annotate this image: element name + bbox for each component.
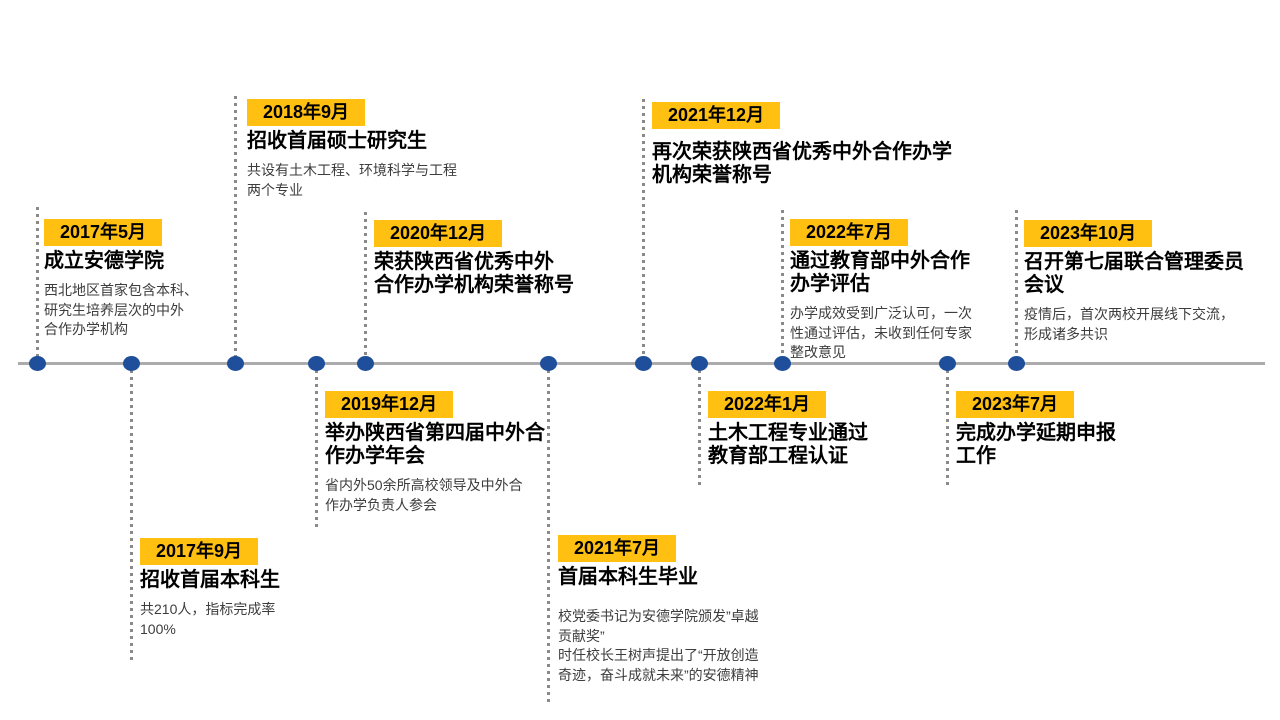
event-description: 共设有土木工程、环境科学与工程 两个专业 <box>247 162 457 198</box>
event-2017-05: 2017年5月 成立安德学院 西北地区首家包含本科、 研究生培养层次的中外 合作… <box>44 219 198 340</box>
event-title: 土木工程专业通过 教育部工程认证 <box>708 422 868 467</box>
event-title: 成立安德学院 <box>44 250 164 272</box>
event-2023-07: 2023年7月 完成办学延期申报 工作 <box>956 391 1116 468</box>
event-description: 省内外50余所高校领导及中外合 作办学负责人参会 <box>325 477 523 513</box>
timeline-dot-2022-01 <box>691 356 708 371</box>
connector-line-2021-12 <box>642 99 645 362</box>
event-title: 招收首届硕士研究生 <box>247 130 427 152</box>
event-date-badge: 2017年9月 <box>140 538 259 565</box>
timeline-dot-2023-10 <box>1008 356 1025 371</box>
event-2022-01: 2022年1月 土木工程专业通过 教育部工程认证 <box>708 391 868 468</box>
event-date-badge: 2022年7月 <box>790 219 909 246</box>
event-date-badge: 2018年9月 <box>247 99 366 126</box>
event-2019-12: 2019年12月 举办陕西省第四届中外合 作办学年会 省内外50余所高校领导及中… <box>325 391 545 515</box>
event-2021-12: 2021年12月 再次荣获陕西省优秀中外合作办学 机构荣誉称号 <box>652 102 952 187</box>
event-date-badge: 2017年5月 <box>44 219 163 246</box>
event-title: 荣获陕西省优秀中外 合作办学机构荣誉称号 <box>374 251 574 296</box>
event-2022-07: 2022年7月 通过教育部中外合作 办学评估 办学成效受到广泛认可，一次 性通过… <box>790 219 972 363</box>
timeline-dot-2021-12 <box>635 356 652 371</box>
event-2021-07: 2021年7月 首届本科生毕业 校党委书记为安德学院颁发”卓越 贡献奖” 时任校… <box>558 535 759 685</box>
event-2023-10: 2023年10月 召开第七届联合管理委员 会议 疫情后，首次两校开展线下交流， … <box>1024 220 1244 344</box>
timeline-dot-2021-07 <box>540 356 557 371</box>
event-description: 共210人，指标完成率 100% <box>140 601 276 637</box>
event-title: 通过教育部中外合作 办学评估 <box>790 250 970 295</box>
timeline-dot-2019-12 <box>308 356 325 371</box>
event-date-badge: 2019年12月 <box>325 391 454 418</box>
event-title: 招收首届本科生 <box>140 569 280 591</box>
timeline-dot-2018-09 <box>227 356 244 371</box>
connector-line-2021-07 <box>547 370 550 702</box>
event-title: 首届本科生毕业 <box>558 566 698 588</box>
timeline-dot-2020-12 <box>357 356 374 371</box>
connector-line-2022-01 <box>698 370 701 486</box>
event-2018-09: 2018年9月 招收首届硕士研究生 共设有土木工程、环境科学与工程 两个专业 <box>247 99 457 200</box>
event-description: 办学成效受到广泛认可，一次 性通过评估，未收到任何专家 整改意见 <box>790 305 972 360</box>
connector-line-2023-07 <box>946 370 949 486</box>
event-description: 疫情后，首次两校开展线下交流， 形成诸多共识 <box>1024 306 1234 342</box>
connector-line-2020-12 <box>364 212 367 362</box>
event-date-badge: 2023年10月 <box>1024 220 1153 247</box>
event-title: 完成办学延期申报 工作 <box>956 422 1116 467</box>
connector-line-2022-07 <box>781 210 784 362</box>
event-date-badge: 2022年1月 <box>708 391 827 418</box>
connector-line-2017-05 <box>36 207 39 362</box>
timeline-dot-2017-09 <box>123 356 140 371</box>
connector-line-2017-09 <box>130 370 133 662</box>
event-title: 再次荣获陕西省优秀中外合作办学 机构荣誉称号 <box>652 141 952 186</box>
connector-line-2023-10 <box>1015 210 1018 362</box>
event-description: 西北地区首家包含本科、 研究生培养层次的中外 合作办学机构 <box>44 282 198 337</box>
event-date-badge: 2020年12月 <box>374 220 503 247</box>
event-title: 举办陕西省第四届中外合 作办学年会 <box>325 422 545 467</box>
event-date-badge: 2021年12月 <box>652 102 781 129</box>
event-date-badge: 2021年7月 <box>558 535 677 562</box>
connector-line-2018-09 <box>234 96 237 362</box>
event-2020-12: 2020年12月 荣获陕西省优秀中外 合作办学机构荣誉称号 <box>374 220 574 297</box>
timeline-dot-2022-07 <box>774 356 791 371</box>
event-title: 召开第七届联合管理委员 会议 <box>1024 251 1244 296</box>
event-2017-09: 2017年9月 招收首届本科生 共210人，指标完成率 100% <box>140 538 280 639</box>
event-description: 校党委书记为安德学院颁发”卓越 贡献奖” 时任校长王树声提出了“开放创造 奇迹，… <box>558 608 759 683</box>
event-date-badge: 2023年7月 <box>956 391 1075 418</box>
timeline-dot-2023-07 <box>939 356 956 371</box>
connector-line-2019-12 <box>315 370 318 530</box>
timeline-dot-2017-05 <box>29 356 46 371</box>
